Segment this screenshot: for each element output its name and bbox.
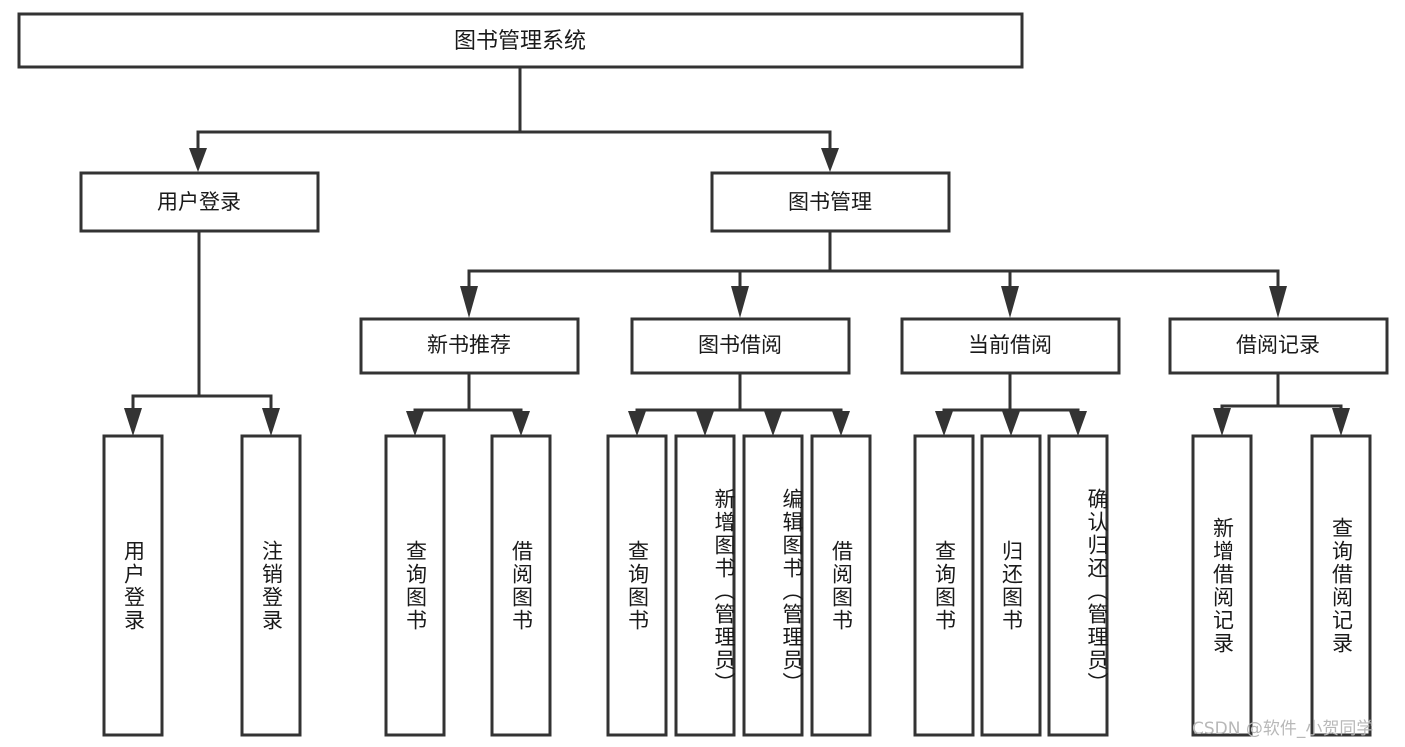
node-book-management[interactable]: 图书管理 bbox=[710, 171, 951, 233]
node-leaf-confirm-return-box[interactable] bbox=[1047, 434, 1109, 737]
node-leaf-edit-book-box[interactable] bbox=[742, 434, 804, 737]
node-root-system[interactable]: 图书管理系统 bbox=[17, 12, 1024, 69]
node-leaf-borrow-book-2-box[interactable] bbox=[810, 434, 872, 737]
arrow-head-to-user-login bbox=[189, 148, 207, 172]
arrow-head-leaf-borrow-book-2 bbox=[832, 411, 850, 436]
node-new-book-recommend-box[interactable] bbox=[359, 317, 580, 375]
node-book-borrow-box[interactable] bbox=[630, 317, 851, 375]
arrow-head-leaf-query-book-3 bbox=[935, 411, 953, 436]
node-leaf-query-book-1-box[interactable] bbox=[384, 434, 446, 737]
node-leaf-return-book-box[interactable] bbox=[980, 434, 1042, 737]
node-borrow-record-box[interactable] bbox=[1168, 317, 1389, 375]
node-borrow-record[interactable]: 借阅记录 bbox=[1168, 317, 1389, 375]
node-current-borrow-box[interactable] bbox=[900, 317, 1121, 375]
node-leaf-add-record-box[interactable] bbox=[1191, 434, 1253, 737]
arrow-head-to-book-borrow bbox=[731, 286, 749, 318]
node-new-book-recommend-label: 新书推荐 bbox=[427, 333, 511, 357]
arrow-head-leaf-user-login bbox=[124, 408, 142, 436]
node-book-management-label: 图书管理 bbox=[788, 190, 872, 214]
node-leaf-add-book-box[interactable] bbox=[674, 434, 736, 737]
node-current-borrow-label: 当前借阅 bbox=[968, 333, 1052, 357]
arrow-head-to-new-book-recommend bbox=[460, 286, 478, 318]
node-current-borrow[interactable]: 当前借阅 bbox=[900, 317, 1121, 375]
node-book-borrow[interactable]: 图书借阅 bbox=[630, 317, 851, 375]
node-leaf-borrow-book-1-box[interactable] bbox=[490, 434, 552, 737]
arrow-head-leaf-query-book-1 bbox=[406, 411, 424, 436]
arrow-head-to-current-borrow bbox=[1001, 286, 1019, 318]
node-book-borrow-label: 图书借阅 bbox=[698, 333, 782, 357]
arrow-head-leaf-confirm-return bbox=[1069, 411, 1087, 436]
arrow-head-leaf-add-record bbox=[1213, 408, 1231, 436]
arrow-head-leaf-query-book-2 bbox=[628, 411, 646, 436]
arrow-head-leaf-borrow-book-1 bbox=[512, 411, 530, 436]
arrow-head-to-borrow-record bbox=[1269, 286, 1287, 318]
node-root-system-box[interactable] bbox=[17, 12, 1024, 69]
csdn-watermark: CSDN @软件_小贺同学 bbox=[1192, 719, 1374, 739]
arrow-head-leaf-add-book bbox=[696, 411, 714, 436]
node-leaf-user-logout-box[interactable] bbox=[240, 434, 302, 737]
node-leaf-user-login-box[interactable] bbox=[102, 434, 164, 737]
node-book-management-box[interactable] bbox=[710, 171, 951, 233]
node-borrow-record-label: 借阅记录 bbox=[1236, 333, 1320, 357]
arrow-head-leaf-user-logout bbox=[262, 408, 280, 436]
node-new-book-recommend[interactable]: 新书推荐 bbox=[359, 317, 580, 375]
arrow-head-leaf-edit-book bbox=[764, 411, 782, 436]
arrow-head-to-book-management bbox=[821, 148, 839, 172]
node-leaf-query-book-2-box[interactable] bbox=[606, 434, 668, 737]
node-user-login[interactable]: 用户登录 bbox=[79, 171, 320, 233]
node-root-system-label: 图书管理系统 bbox=[454, 29, 586, 54]
arrow-head-leaf-query-record bbox=[1332, 408, 1350, 436]
arrow-head-leaf-return-book bbox=[1002, 411, 1020, 436]
node-leaf-query-book-3-box[interactable] bbox=[913, 434, 975, 737]
node-leaf-query-record-box[interactable] bbox=[1310, 434, 1372, 737]
node-user-login-label: 用户登录 bbox=[157, 190, 241, 214]
